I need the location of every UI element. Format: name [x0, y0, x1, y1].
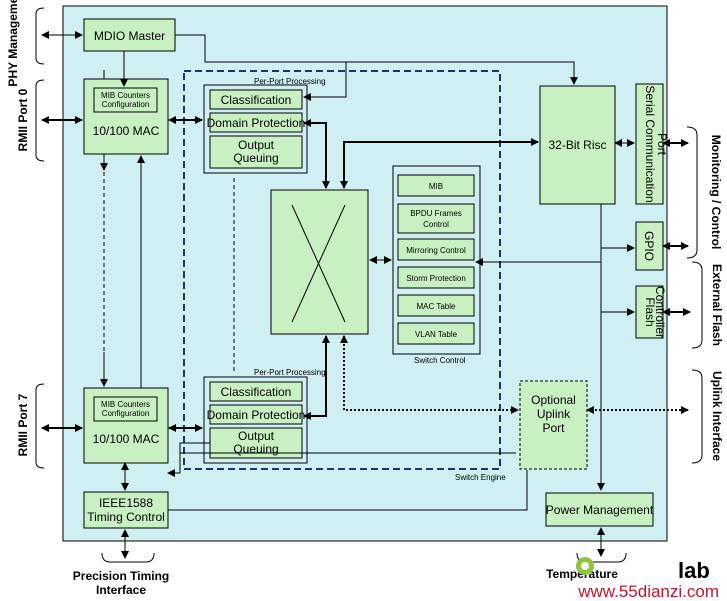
per-port-processing-top-label: Per-Port Processing [254, 77, 326, 86]
serial-comm-port-label-line2: Port [655, 133, 669, 156]
mdio-master-block [83, 18, 176, 52]
switch-control-mirroring-item [397, 238, 475, 261]
domain-protection-bottom-label: Domain Protection [207, 408, 306, 422]
uplink-interface-bracket [691, 369, 703, 464]
flash-controller-label-line2: Controller [653, 286, 667, 338]
risc-block [539, 85, 616, 205]
classification-bottom-block [209, 381, 303, 402]
flash-controller-block [635, 285, 664, 339]
output-queuing-bottom-label-line2: Queuing [233, 442, 278, 456]
precision-timing-bracket [101, 552, 155, 563]
output-queuing-top-label: Output [238, 138, 275, 152]
serial-comm-port-block [635, 83, 664, 205]
uplink-interface-label: Uplink Interface [710, 371, 724, 461]
external-flash-label: External Flash [710, 264, 724, 346]
switch-control-mac-table-item [397, 294, 475, 317]
watermark-logo-text: lab [678, 558, 710, 583]
phy-management-label: PHY Management [6, 0, 20, 87]
classification-top-block [209, 89, 303, 110]
ieee1588-label-line2: Timing Control [87, 510, 165, 524]
switch-control-vlan-table-label: VLAN Table [415, 330, 458, 339]
switch-control-storm-label: Storm Protection [406, 274, 466, 283]
watermark-logo: lab [576, 557, 710, 583]
precision-timing-label: Precision Timing [73, 569, 169, 583]
mac-port-7-label: 10/100 MAC [93, 432, 160, 446]
mib-counters-port-0-label: MIB Counters [101, 91, 150, 100]
serial-comm-port-label: Serial Communication [643, 85, 657, 202]
switch-control-bpdu-label: BPDU Frames [410, 209, 462, 218]
switch-control-mac-table-label: MAC Table [417, 302, 457, 311]
gpio-label: GPIO [642, 231, 656, 261]
monitoring-control-bracket [686, 126, 698, 259]
rmii-port-0-bracket [35, 79, 45, 162]
power-management-label: Power Management [546, 503, 654, 517]
optional-uplink-port-label-line2: Uplink [537, 407, 571, 421]
temperature-bracket [576, 552, 627, 563]
mdio-master-label: MDIO Master [94, 29, 165, 43]
output-queuing-bottom-label: Output [238, 429, 275, 443]
flash-controller-label: Flash [643, 297, 657, 326]
gpio-block [635, 221, 664, 271]
optional-uplink-port-label-line3: Port [542, 421, 565, 435]
rmii-port-0-label: RMII Port 0 [16, 88, 30, 151]
switch-control-mib-label: MIB [429, 182, 443, 191]
rmii-port-7-label: RMII Port 7 [16, 393, 30, 456]
risc-label: 32-Bit Risc [548, 138, 606, 152]
mib-counters-port-7-label-line2: Configuration [102, 409, 150, 418]
monitoring-control-label: Monitoring / Control [709, 135, 723, 250]
switch-engine-boundary [183, 70, 501, 470]
mib-counters-port-0-label-line2: Configuration [102, 100, 150, 109]
classification-top-label: Classification [221, 93, 292, 107]
domain-protection-top-block [209, 112, 303, 133]
output-queuing-top-block [209, 135, 303, 169]
per-port-processing-bottom-label: Per-Port Processing [254, 368, 326, 377]
switch-control-bpdu-label-line2: Control [423, 220, 449, 229]
domain-protection-top-label: Domain Protection [207, 116, 306, 130]
mib-counters-port-7-box [93, 396, 158, 422]
switch-control-storm-item [397, 266, 475, 289]
switch-control-label: Switch Control [414, 356, 466, 365]
precision-timing-label-line2: Interface [96, 583, 146, 597]
optional-uplink-port-label: Optional [531, 393, 576, 407]
optional-uplink-port-block [519, 380, 588, 470]
switch-engine-label: Switch Engine [455, 473, 506, 482]
switch-control-bpdu-item [397, 203, 475, 234]
external-flash-bracket [691, 261, 703, 349]
mib-counters-port-7-label: MIB Counters [101, 400, 150, 409]
classification-bottom-label: Classification [221, 385, 292, 399]
crossbar-x-icon [291, 204, 346, 323]
output-queuing-top-label-line2: Queuing [233, 151, 278, 165]
mib-counters-port-0-box [93, 87, 158, 113]
ieee1588-label: IEEE1588 [99, 496, 153, 510]
ieee1588-block [83, 491, 169, 529]
watermark-url: www.55dianzi.com [577, 582, 719, 601]
domain-protection-bottom-block [209, 404, 303, 425]
rmii-port-7-bracket [35, 383, 45, 469]
connections [41, 31, 691, 559]
power-management-block [545, 492, 654, 527]
phy-management-bracket [35, 7, 45, 65]
switch-control-mirroring-label: Mirroring Control [406, 246, 466, 255]
mac-port-0-label: 10/100 MAC [93, 124, 160, 138]
